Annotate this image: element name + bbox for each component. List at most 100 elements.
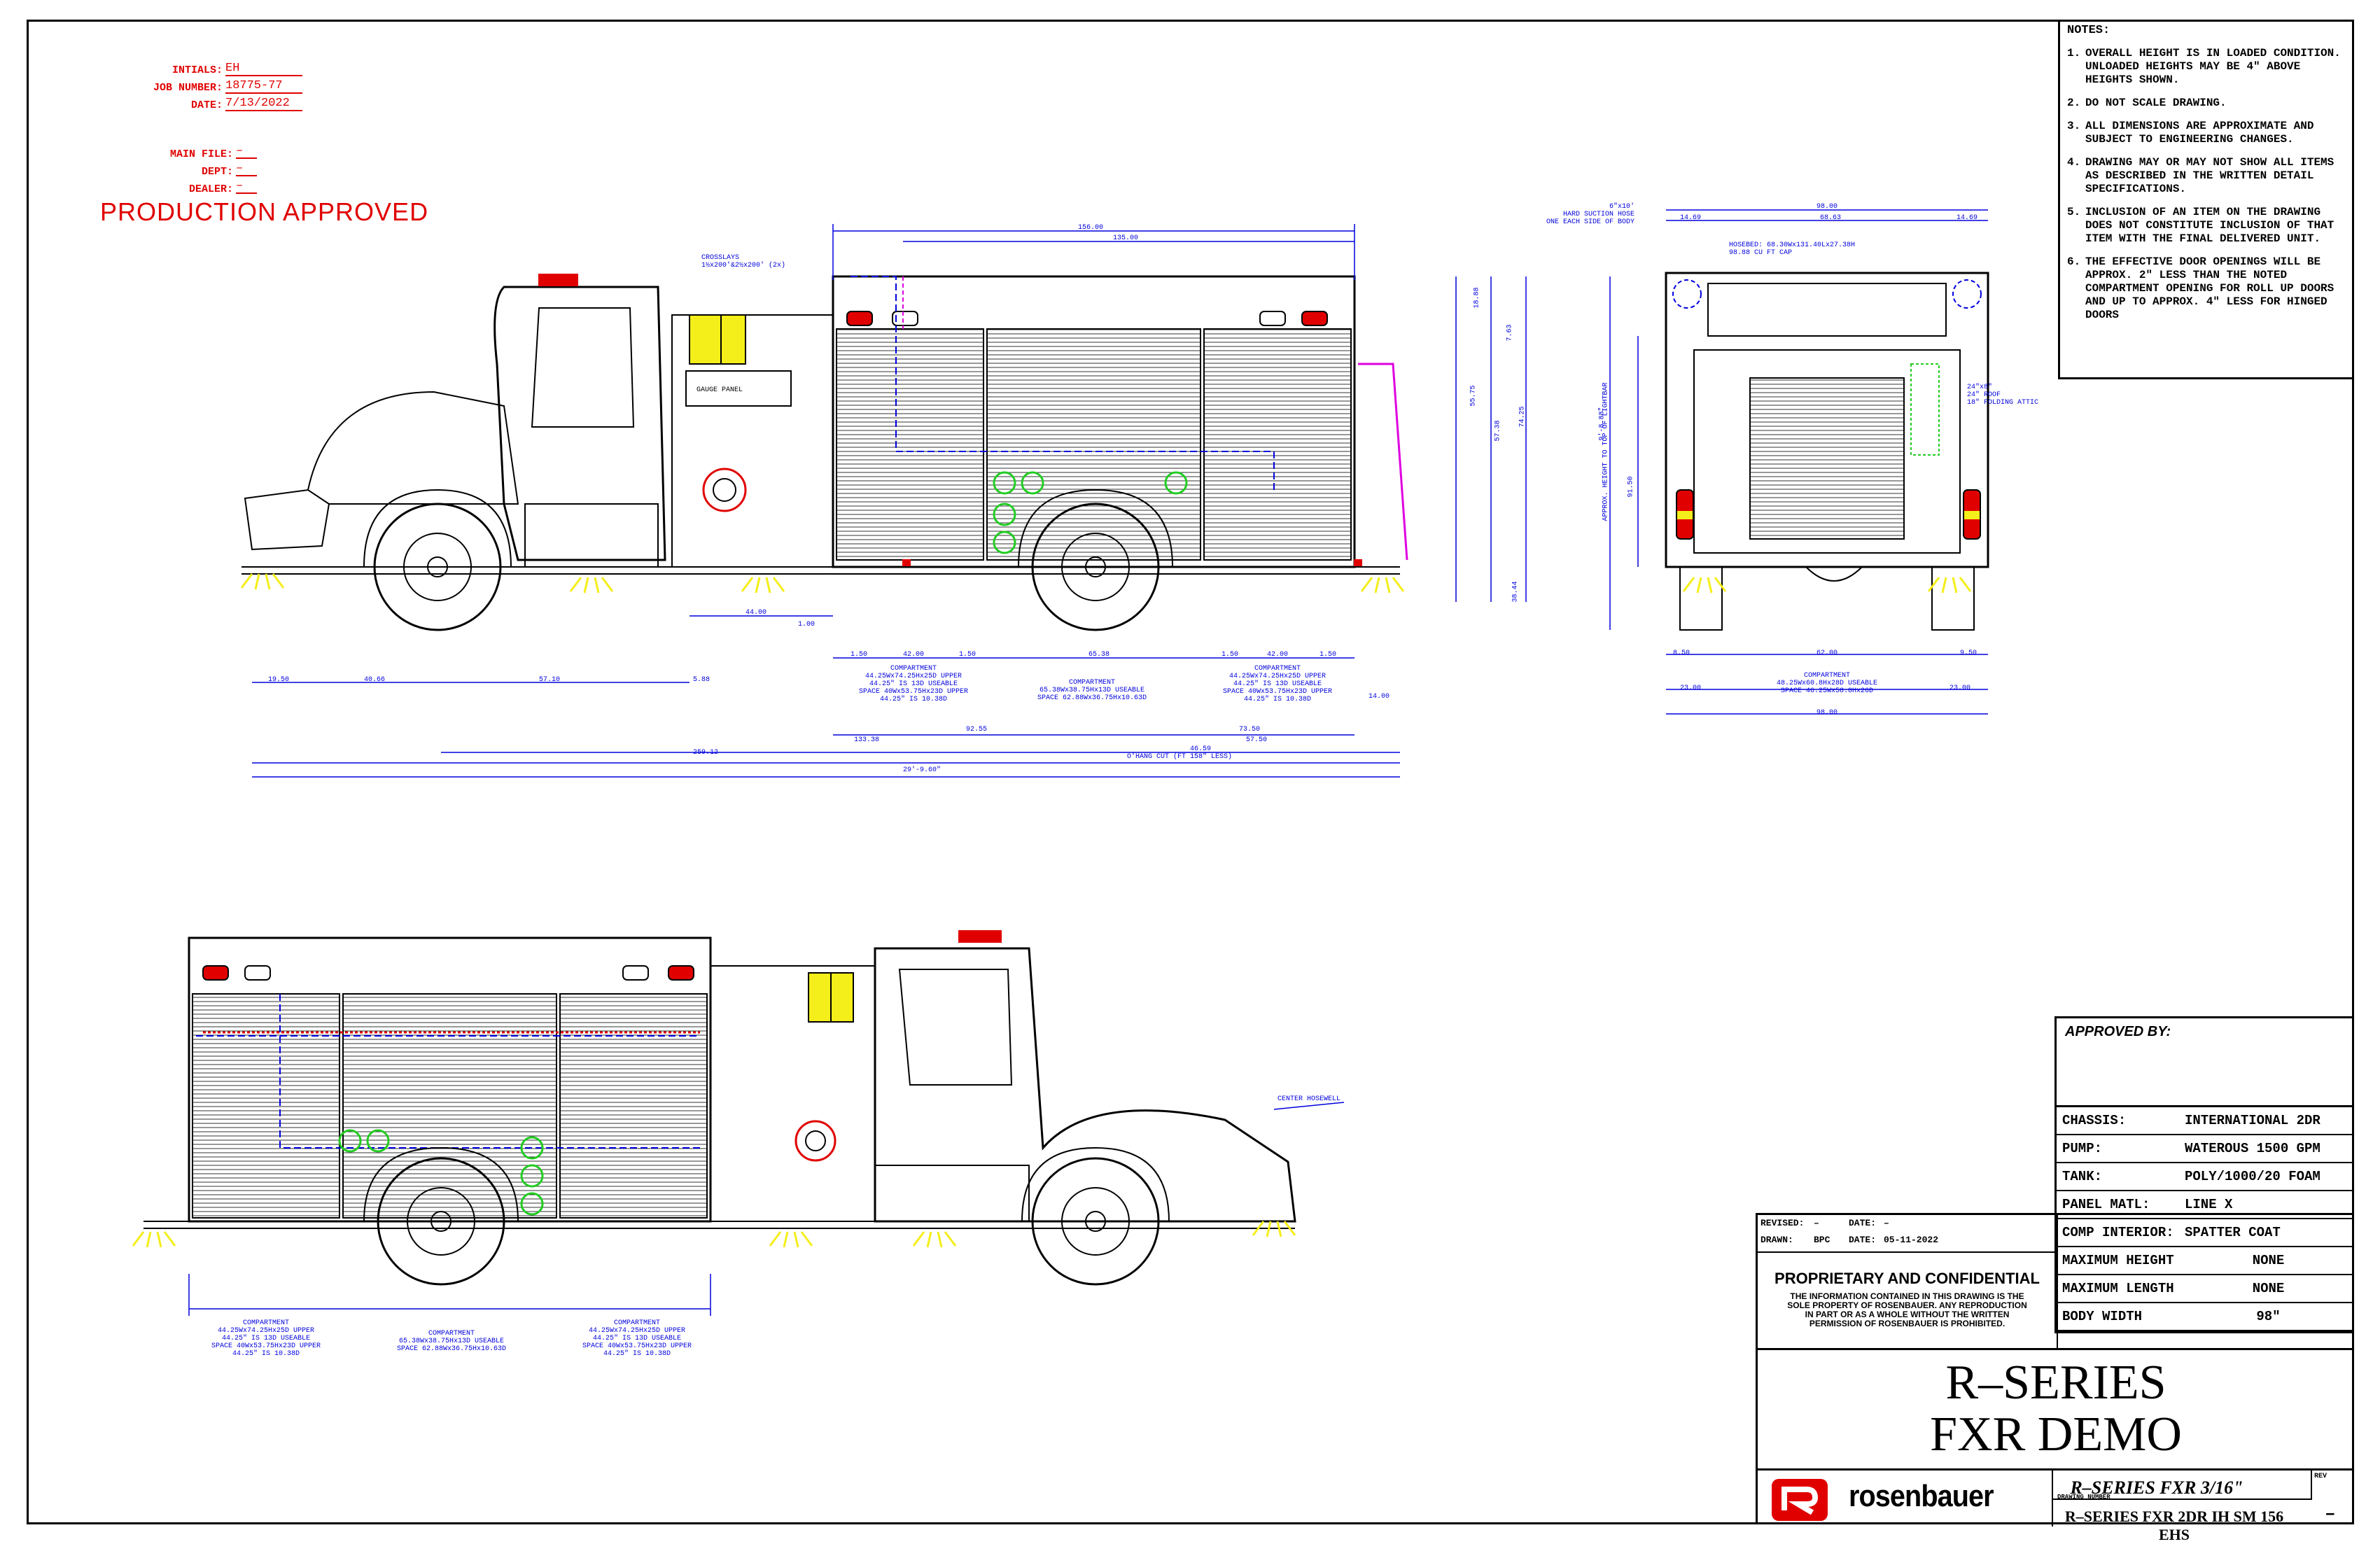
dim-14: 14.00 — [1368, 693, 1390, 701]
note-item: 3.ALL DIMENSIONS ARE APPROXIMATE AND SUB… — [2067, 120, 2314, 146]
approved-by: APPROVED BY: — [2057, 1018, 2352, 1107]
spec-row: PUMP:WATEROUS 1500 GPM — [2057, 1135, 2352, 1163]
dept-value: – — [236, 162, 257, 176]
dimension-lines-top — [252, 224, 1527, 778]
dim-body-length: 156.00 — [1078, 224, 1104, 232]
title-block: REVISED: – DATE: – DRAWN: BPC DATE: 05-1… — [1756, 1213, 2354, 1543]
job-number-label: JOB NUMBER: — [153, 82, 223, 94]
dim-1: 19.50 — [268, 676, 290, 684]
main-file-value: – — [236, 144, 257, 159]
drawing-number-label: DRAWING NUMBER — [2057, 1494, 2110, 1501]
dim-rear-left: 14.69 — [1680, 214, 1702, 222]
dim-15: 92.55 — [966, 726, 988, 734]
revision-box: REVISED: – DATE: – DRAWN: BPC DATE: 05-1… — [1758, 1215, 2058, 1253]
dealer-label: DEALER: — [188, 183, 233, 195]
lightbar-bottom — [958, 930, 1002, 943]
note-item: 2.DO NOT SCALE DRAWING. — [2067, 97, 2227, 109]
drawing-subtitle: R–SERIES FXR 3/16" — [2070, 1478, 2244, 1498]
lightbar-top — [538, 274, 578, 286]
rev-label: REV — [2314, 1473, 2328, 1480]
height-label: APPROX. HEIGHT TO TOP OF LIGHTBAR — [1602, 382, 1610, 521]
notes-title: NOTES: — [2067, 24, 2110, 37]
dim-body-length-2: 135.00 — [1113, 234, 1139, 242]
gauge-panel-label: GAUGE PANEL — [696, 386, 743, 394]
compartment-note-6: COMPARTMENT 65.38Wx38.75Hx13D USEABLE SP… — [396, 1330, 507, 1353]
dim-r3: 9.50 — [1960, 650, 1977, 657]
crosslay-tan-1 — [689, 314, 722, 365]
initials-label: INTIALS: — [172, 64, 223, 76]
dim-r6: 98.00 — [1816, 709, 1838, 717]
dim-19: 46.59 — [1190, 745, 1212, 753]
dim-v1: 18.88 — [1473, 287, 1481, 309]
rev-value: – — [2325, 1503, 2336, 1524]
dim-rear-mid: 68.63 — [1820, 214, 1842, 222]
dim-8: 42.00 — [903, 651, 925, 659]
compartment-note-7: COMPARTMENT 44.25Wx74.25Hx25D UPPER 44.2… — [582, 1319, 692, 1358]
dim-13: 1.50 — [1320, 651, 1337, 659]
dim-12: 42.00 — [1267, 651, 1289, 659]
dim-3: 57.10 — [539, 676, 561, 684]
dimension-lines-rear — [1609, 209, 1988, 715]
compartment-note-2: COMPARTMENT 65.38Wx38.75Hx13D USEABLE SP… — [1037, 679, 1147, 702]
note-item: 6.THE EFFECTIVE DOOR OPENINGS WILL BE AP… — [2067, 255, 2334, 321]
dim-10: 65.38 — [1088, 651, 1110, 659]
dim-r4: 23.00 — [1680, 685, 1702, 692]
frame-cut-label: O'HANG CUT (FT 158" LESS) — [1127, 753, 1233, 761]
dim-v3: 55.75 — [1469, 385, 1478, 407]
company-name: rosenbauer — [1849, 1479, 1994, 1513]
drawing-number: R–SERIES FXR 2DR IH SM 156 EHS — [2064, 1508, 2284, 1543]
dim-20: 259.12 — [693, 749, 719, 757]
spec-row: COMP INTERIOR:SPATTER COAT — [2057, 1219, 2352, 1247]
production-status: PRODUCTION APPROVED — [100, 197, 429, 226]
dim-r5: 23.00 — [1949, 685, 1971, 692]
compartment-note-3: COMPARTMENT 44.25Wx74.25Hx25D UPPER 44.2… — [1222, 665, 1333, 703]
dim-v5: 74.25 — [1518, 406, 1527, 428]
dept-label: DEPT: — [201, 166, 233, 178]
dim-r1: 8.50 — [1673, 650, 1690, 657]
proprietary-notice: PROPRIETARY AND CONFIDENTIAL THE INFORMA… — [1758, 1251, 2058, 1348]
main-file-label: MAIN FILE: — [169, 148, 233, 160]
crosslay-tan-2 — [720, 314, 746, 365]
dim-r2: 62.00 — [1816, 650, 1838, 657]
side-view-bottom — [132, 930, 1296, 1286]
dim-2: 40.66 — [364, 676, 386, 684]
dim-v7: 38.44 — [1511, 581, 1520, 603]
job-number-value: 18775-77 — [225, 79, 302, 94]
spec-row: CHASSIS:INTERNATIONAL 2DR — [2057, 1107, 2352, 1135]
dim-11: 1.50 — [1222, 651, 1239, 659]
note-item: 4.DRAWING MAY OR MAY NOT SHOW ALL ITEMS … — [2067, 156, 2334, 195]
compartment-note-5: COMPARTMENT 44.25Wx74.25Hx25D UPPER 44.2… — [211, 1319, 321, 1358]
dim-4: 5.88 — [693, 676, 710, 684]
compartment-note-4: COMPARTMENT 48.25Wx60.8Hx28D USEABLE SPA… — [1776, 672, 1878, 695]
dim-18: 57.50 — [1246, 736, 1268, 744]
drawing-title: R–SERIES FXR DEMO — [1758, 1348, 2354, 1471]
rear-view — [1665, 272, 1989, 631]
dim-6: 1.00 — [798, 621, 816, 629]
date-value: 7/13/2022 — [225, 97, 302, 111]
dim-rear-width: 98.00 — [1816, 203, 1838, 211]
dim-v4: 57.38 — [1494, 420, 1502, 442]
rosenbauer-logo-icon — [1772, 1479, 1828, 1521]
notes-panel: NOTES: 1.OVERALL HEIGHT IS IN LOADED CON… — [2058, 21, 2354, 379]
dim-v6: 91.50 — [1627, 476, 1635, 498]
note-item: 1.OVERALL HEIGHT IS IN LOADED CONDITION.… — [2067, 47, 2341, 86]
dimension-lines-bottom — [188, 1102, 1345, 1316]
dim-9: 1.50 — [959, 651, 976, 659]
center-hosewell-label: CENTER HOSEWELL — [1278, 1095, 1341, 1103]
compartment-note-1: COMPARTMENT 44.25Wx74.25Hx25D UPPER 44.2… — [858, 665, 969, 703]
side-view-top — [240, 274, 1408, 631]
dim-rear-right: 14.69 — [1956, 214, 1978, 222]
dim-v2: 7.63 — [1506, 324, 1514, 342]
dim-7: 1.50 — [850, 651, 868, 659]
dim-17: 133.38 — [854, 736, 880, 744]
overall-length: 29'-9.60" — [903, 766, 941, 774]
date-label: DATE: — [190, 99, 223, 111]
